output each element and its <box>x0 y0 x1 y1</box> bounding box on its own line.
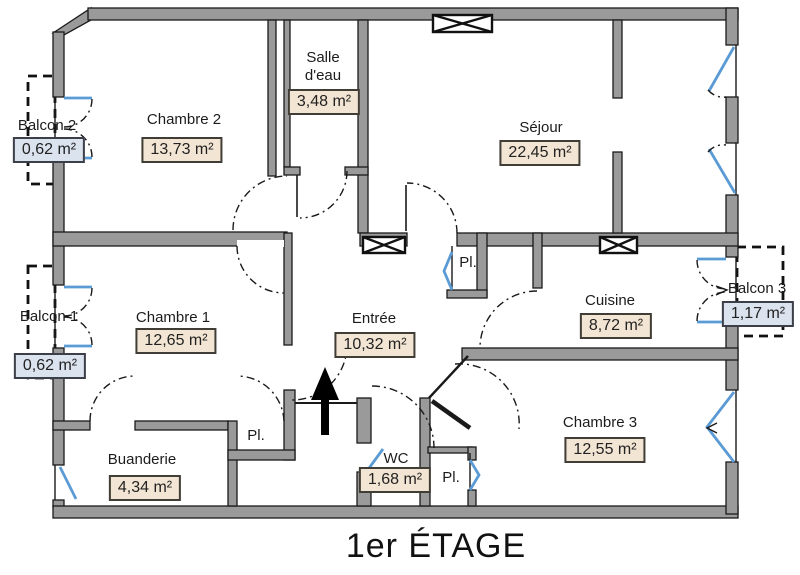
area-badge-salle-deau: 3,48 m² <box>287 89 361 115</box>
buanderie-door-arc <box>89 375 136 422</box>
area-badge-balcon-1: 0,62 m² <box>13 353 87 379</box>
salle-deau-door-arc <box>299 170 348 219</box>
area-badge-balcon-3: 1,17 m² <box>721 301 795 327</box>
balcony3-handle-tick <box>715 285 729 296</box>
wc-lobby-door-arc <box>371 385 435 449</box>
room-label-balcon-1: Balcon 1 <box>19 308 79 325</box>
door-arcs <box>63 89 727 449</box>
room-label-chambre-3: Chambre 3 <box>562 414 638 431</box>
area-badge-cuisine: 8,72 m² <box>579 313 653 339</box>
room-label-entree: Entrée <box>351 310 397 327</box>
chambre3-door-leaf <box>430 399 472 430</box>
door-leaves <box>295 175 729 434</box>
balcony3-door-sills <box>697 257 726 324</box>
balcony2-door-arc-top <box>63 98 93 128</box>
area-badge-buanderie: 4,34 m² <box>108 475 182 501</box>
balcony1-door-arc-top <box>63 287 93 317</box>
sejour-window-2 <box>707 148 737 194</box>
closet-label: Pl. <box>247 427 265 444</box>
area-badge-sejour: 22,45 m² <box>499 140 581 166</box>
buanderie-window <box>58 466 78 500</box>
wall-door-notch <box>237 240 284 247</box>
radiator-icon <box>361 235 407 255</box>
chambre3-door-arc <box>454 363 520 430</box>
page-title: 1er ÉTAGE <box>345 527 527 565</box>
walls <box>51 6 739 519</box>
chambre3-diagonal-wall <box>428 355 469 399</box>
sejour-window1-tick <box>707 89 727 98</box>
radiator-icon <box>431 13 494 34</box>
area-badge-chambre-1: 12,65 m² <box>135 328 217 354</box>
radiators <box>361 13 639 255</box>
area-badge-chambre-2: 13,73 m² <box>141 137 223 163</box>
room-label-buanderie: Buanderie <box>107 451 177 468</box>
closet-label: Pl. <box>442 469 460 486</box>
closet-folding-door-wc <box>468 459 481 491</box>
room-label-sejour: Séjour <box>519 119 563 136</box>
chambre3-window <box>705 391 736 463</box>
room-label-balcon-2: Balcon 2 <box>17 117 77 134</box>
balcon-3-outline <box>735 245 785 338</box>
balcony3-door-arc-top <box>696 259 727 290</box>
cuisine-door-arc <box>479 290 538 349</box>
room-label-cuisine: Cuisine <box>584 292 636 309</box>
balcony1-door-sills <box>64 285 92 348</box>
sejour-window2-tick <box>707 144 727 153</box>
closet-label: Pl. <box>459 254 477 271</box>
radiator-icon <box>598 235 639 255</box>
entrance-arrow-icon <box>311 367 339 435</box>
chambre1-top-door-arc <box>236 245 285 294</box>
room-label-salle-deau: Salle d'eau <box>304 49 342 84</box>
room-label-balcon-3: Balcon 3 <box>727 280 787 297</box>
area-badge-chambre-3: 12,55 m² <box>564 437 646 463</box>
room-label-wc: WC <box>383 450 409 467</box>
chambre3-window-tick <box>705 422 718 434</box>
sejour-door-arc <box>406 182 458 234</box>
hall-closet-door-arc <box>236 375 285 422</box>
room-label-chambre-2: Chambre 2 <box>146 111 222 128</box>
balcony1-door-arc-bottom <box>63 316 93 346</box>
sejour-window-1 <box>707 46 736 92</box>
area-badge-wc: 1,68 m² <box>358 467 432 493</box>
chambre2-door-arc <box>232 175 288 231</box>
area-badge-entree: 10,32 m² <box>334 332 416 358</box>
room-label-chambre-1: Chambre 1 <box>135 309 211 326</box>
chamfer-corner-wall <box>51 6 92 36</box>
area-badge-balcon-2: 0,62 m² <box>12 137 86 163</box>
closet-folding-door-entree <box>442 251 454 291</box>
